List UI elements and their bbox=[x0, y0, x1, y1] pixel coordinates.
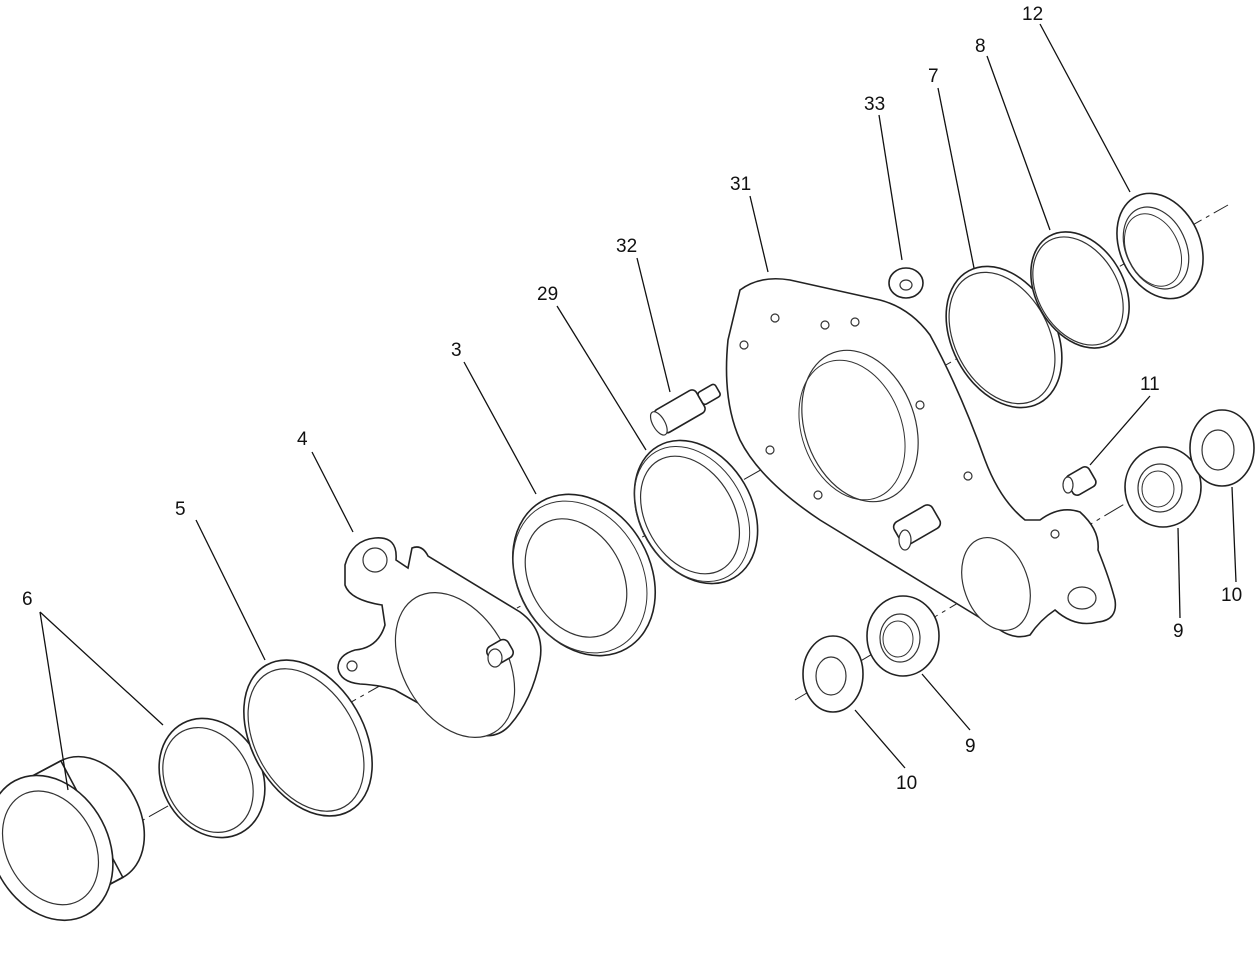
part-6-flanged-hub bbox=[0, 755, 146, 922]
callout-4: 4 bbox=[297, 429, 308, 450]
part-33-nut bbox=[888, 267, 924, 299]
part-6-ring bbox=[158, 717, 266, 839]
leader-6b bbox=[39, 611, 164, 726]
callout-8: 8 bbox=[975, 36, 986, 57]
callout-10-upper: 10 bbox=[1221, 585, 1242, 606]
part-10-spacer-upper bbox=[1189, 409, 1255, 487]
callout-11: 11 bbox=[1140, 374, 1160, 395]
part-12-seal bbox=[1116, 192, 1204, 300]
part-9-bearing-upper bbox=[1124, 446, 1202, 528]
callout-31: 31 bbox=[730, 174, 751, 195]
part-3-seal-plate bbox=[511, 493, 657, 657]
callout-6: 6 bbox=[22, 589, 33, 610]
callout-7: 7 bbox=[928, 66, 939, 87]
leader-32 bbox=[636, 257, 671, 393]
callout-9-lower: 9 bbox=[965, 736, 976, 757]
callout-33: 33 bbox=[864, 94, 885, 115]
callout-3: 3 bbox=[451, 340, 462, 361]
leader-lines bbox=[39, 23, 1237, 791]
leader-11 bbox=[1089, 395, 1151, 466]
part-32-pin bbox=[649, 383, 721, 436]
part-10-spacer-lower bbox=[802, 635, 864, 713]
part-11-grease-fitting bbox=[1062, 466, 1097, 496]
part-9-bearing-lower bbox=[866, 595, 940, 677]
part-31-housing-plate bbox=[725, 277, 1117, 638]
part-5-snap-ring bbox=[243, 659, 373, 817]
callout-32: 32 bbox=[616, 236, 637, 257]
leader-33 bbox=[878, 114, 903, 261]
leader-29 bbox=[556, 305, 647, 451]
leader-7 bbox=[937, 87, 975, 269]
leader-4 bbox=[311, 451, 354, 533]
leader-8 bbox=[986, 55, 1051, 231]
leader-6a bbox=[39, 611, 69, 791]
callout-labels: 6 5 4 3 29 32 31 33 7 8 12 11 9 10 9 10 bbox=[22, 4, 1242, 794]
callout-29: 29 bbox=[537, 284, 558, 305]
leader-31 bbox=[749, 195, 769, 273]
leader-10a bbox=[1231, 486, 1237, 583]
callout-5: 5 bbox=[175, 499, 186, 520]
leader-9a bbox=[1177, 527, 1181, 619]
leader-5 bbox=[195, 519, 266, 661]
part-8-ring bbox=[1030, 231, 1130, 349]
part-4-lever-bracket bbox=[337, 537, 542, 738]
callout-12: 12 bbox=[1022, 4, 1043, 25]
callout-10-lower: 10 bbox=[896, 773, 917, 794]
part-7-retaining-ring bbox=[945, 265, 1063, 409]
leader-10b bbox=[854, 709, 906, 769]
leader-12 bbox=[1039, 23, 1131, 193]
leader-3 bbox=[463, 361, 537, 495]
callout-9-upper: 9 bbox=[1173, 621, 1184, 642]
part-29-seal-ring bbox=[633, 439, 759, 585]
leader-9b bbox=[921, 673, 971, 731]
